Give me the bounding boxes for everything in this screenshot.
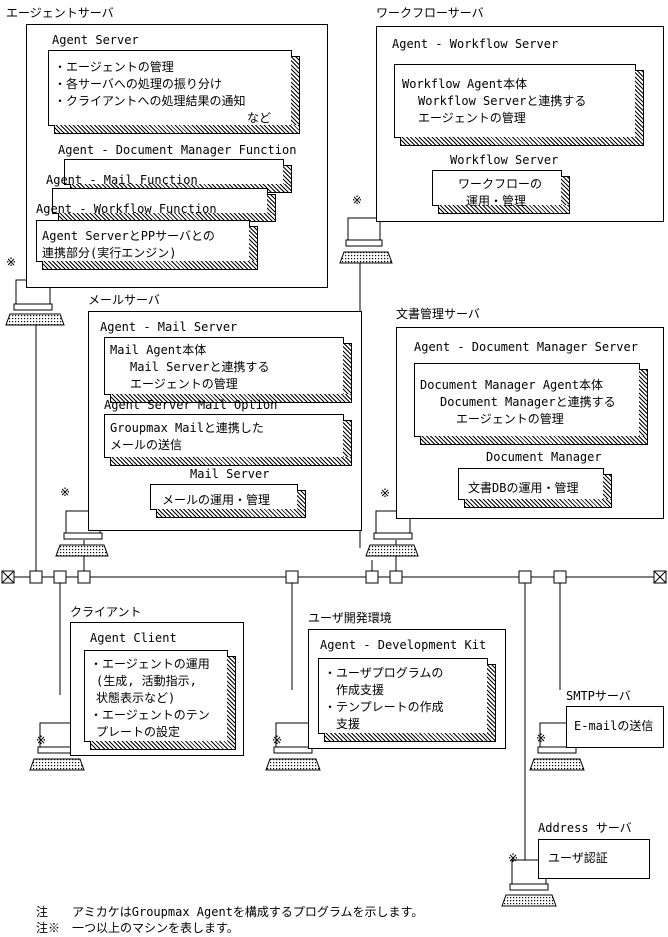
agent-server-title: エージェントサーバ	[6, 6, 114, 20]
workflow-agent-box	[394, 64, 644, 146]
workflow-function-label: Agent - Workflow Function	[36, 202, 217, 216]
client-line: (生成, 活動指示,	[96, 674, 197, 688]
mail-agent-box	[104, 337, 352, 403]
workflow-server-sub-label: Workflow Server	[450, 153, 559, 167]
machine-mark: ※	[536, 731, 547, 745]
client-line: 状態表示など)	[96, 691, 176, 705]
mail-agent-line: Mail Agent本体	[110, 343, 207, 357]
workflow-agent-line: Workflow Agent本体	[402, 77, 528, 91]
note-text: アミカケはGroupmax Agentを構成するプログラムを示します。	[72, 905, 424, 919]
docmgr-function-label: Agent - Document Manager Function	[58, 143, 297, 157]
mail-function-label: Agent - Mail Function	[46, 173, 198, 187]
machine-mark: ※	[508, 851, 519, 865]
machine-mark: ※	[6, 255, 17, 269]
computer-icon-client	[29, 722, 85, 771]
client-label: Agent Client	[90, 631, 177, 645]
address-text: ユーザ認証	[548, 851, 608, 865]
workflow-server-box	[432, 170, 570, 214]
mail-agent-line: Mail Serverと連携する	[130, 360, 270, 374]
machine-mark: ※	[272, 733, 283, 747]
mail-function-box	[52, 188, 276, 222]
workflow-server-title: ワークフローサーバ	[376, 6, 484, 20]
mail-option-box	[104, 414, 352, 466]
agent-server-line: ・各サーバへの処理の振り分け	[54, 77, 222, 91]
docmgr-agent-line: Document Managerと連携する	[440, 395, 616, 409]
devkit-line: ・テンプレートの作成	[324, 700, 444, 714]
workflow-server-label: Agent - Workflow Server	[392, 37, 559, 51]
docmgr-agent-box	[414, 363, 648, 445]
workflow-server-line: ワークフローの	[458, 177, 543, 191]
devkit-line: ・ユーザプログラムの	[324, 666, 444, 680]
workflow-agent-line: Workflow Serverと連携する	[418, 94, 587, 108]
docmgr-server-label: Agent - Document Manager Server	[414, 340, 638, 354]
note-label: 注※	[36, 921, 61, 935]
workflow-server-line: 運用・管理	[466, 194, 527, 208]
computer-icon-workflow	[339, 217, 393, 264]
note-text: 一つ以上のマシンを表します。	[72, 921, 239, 935]
machine-mark: ※	[60, 485, 71, 499]
client-line: ・エージェントの運用	[90, 657, 210, 671]
mail-agent-line: エージェントの管理	[130, 377, 238, 391]
note-label: 注	[36, 905, 49, 919]
devkit-label: Agent - Development Kit	[320, 638, 487, 652]
mail-server-text: メールの運用・管理	[162, 493, 271, 507]
client-line: ・エージェントのテン	[90, 708, 210, 722]
devkit-title: ユーザ開発環境	[308, 611, 392, 625]
docmgr-text: 文書DBの運用・管理	[468, 481, 579, 495]
agent-server-box	[48, 50, 300, 134]
mail-option-line: メールの送信	[110, 438, 183, 452]
mail-option-line: Groupmax Mailと連携した	[110, 421, 264, 435]
machine-mark: ※	[36, 733, 47, 747]
computer-icon-agent	[5, 279, 65, 326]
engine-line: Agent ServerとPPサーバとの	[42, 229, 215, 243]
agent-server-line: ・エージェントの管理	[54, 60, 174, 74]
mail-server-label: Agent - Mail Server	[100, 320, 238, 334]
client-line: プレートの設定	[96, 725, 181, 739]
agent-server-line: ・クライアントへの処理結果の通知	[54, 94, 246, 108]
docmgr-agent-line: Document Manager Agent本体	[420, 378, 603, 392]
docmgr-box	[458, 468, 612, 508]
devkit-line: 支援	[336, 717, 361, 731]
engine-line: 連携部分(実行エンジン)	[42, 246, 177, 260]
mail-server-sub-label: Mail Server	[190, 467, 270, 481]
docmgr-sub-label: Document Manager	[486, 450, 602, 464]
docmgr-server-title: 文書管理サーバ	[396, 307, 480, 321]
machine-mark: ※	[352, 193, 363, 207]
engine-box	[36, 220, 258, 270]
machine-mark: ※	[380, 486, 391, 500]
mail-server-box	[150, 484, 306, 518]
mail-server-title: メールサーバ	[88, 293, 160, 307]
client-box	[84, 650, 236, 750]
smtp-frame	[566, 706, 664, 748]
workflow-agent-line: エージェントの管理	[418, 111, 526, 125]
docmgr-agent-line: エージェントの管理	[456, 412, 564, 426]
devkit-box	[318, 658, 496, 742]
mail-option-label: Agent Server Mail Option	[104, 398, 278, 412]
agent-server-line: など	[247, 111, 272, 125]
smtp-text: E-mailの送信	[574, 719, 654, 733]
devkit-line: 作成支援	[336, 683, 385, 697]
agent-server-label: Agent Server	[52, 33, 139, 47]
address-frame	[538, 839, 650, 879]
address-title: Address サーバ	[538, 821, 632, 835]
smtp-title: SMTPサーバ	[566, 689, 631, 703]
client-title: クライアント	[70, 605, 142, 619]
computer-icon-devkit	[265, 722, 321, 771]
